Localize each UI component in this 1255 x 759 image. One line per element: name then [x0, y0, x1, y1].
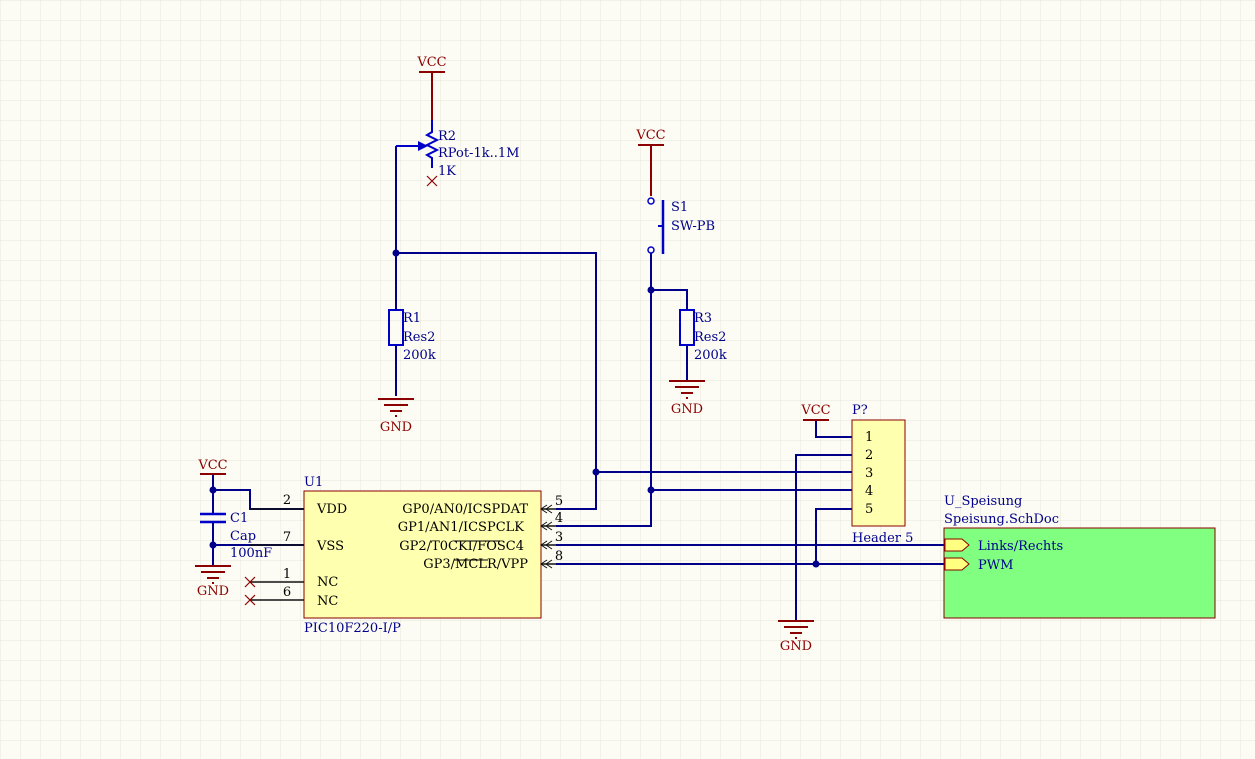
sheet-entry-label: Links/Rechts [978, 539, 1063, 554]
u1-pin-number: 2 [283, 493, 291, 508]
sheet-symbol-speisung[interactable]: U_Speisung Speisung.SchDoc Links/Rechts … [943, 494, 1216, 619]
r1-designator: R1 [403, 311, 421, 326]
gnd-label: GND [197, 584, 229, 599]
r2-designator: R2 [438, 129, 456, 144]
u1-pin-number: 1 [283, 567, 291, 582]
gnd-label: GND [380, 420, 412, 435]
no-connect-marks [244, 576, 256, 606]
gnd-port-header[interactable]: GND [778, 620, 814, 654]
u1-pin-name: GP0/AN0/ICSPDAT [402, 502, 528, 517]
header-comment: Header 5 [852, 531, 913, 546]
header-pin-number: 5 [865, 502, 873, 517]
vcc-port-c1[interactable]: VCC [197, 458, 228, 475]
r1-value: 200k [403, 348, 436, 363]
vcc-port-r2[interactable]: VCC [416, 55, 447, 120]
vcc-label: VCC [197, 458, 227, 473]
u1-pin-name: GP2/T0CKI/FOSC4 [399, 539, 524, 554]
u1-pin-name: NC [317, 575, 338, 590]
vcc-label: VCC [416, 55, 446, 70]
r3-value: 200k [694, 348, 727, 363]
s1-comment: SW-PB [671, 219, 715, 234]
r3-designator: R3 [694, 311, 712, 326]
u1-pin-number: 4 [555, 511, 563, 526]
junction-dots [209, 249, 820, 568]
u1-pin-number: 8 [555, 549, 563, 564]
sheet-designator: U_Speisung [944, 494, 1022, 509]
r2-comment: RPot-1k..1M [438, 146, 519, 161]
u1-pin-number: 3 [555, 530, 563, 545]
header-designator: P? [852, 403, 868, 418]
gnd-port-r3[interactable]: GND [669, 380, 705, 417]
u1-pin-number: 5 [555, 494, 563, 509]
u1-pin-name: GP1/AN1/ICSPCLK [398, 520, 525, 535]
c1-comment: Cap [230, 529, 256, 544]
header-pin-number: 2 [865, 448, 873, 463]
header-pin-number: 4 [865, 484, 873, 499]
r1-comment: Res2 [403, 330, 435, 345]
sheet-entry-pwm[interactable] [944, 557, 970, 571]
wires [212, 146, 945, 620]
gnd-port-r1[interactable]: GND [378, 398, 414, 435]
ic-u1[interactable]: U1 PIC10F220-I/P 2 7 1 6 VDD VSS NC NC 5… [244, 475, 563, 636]
u1-pin-name: NC [317, 594, 338, 609]
vcc-port-header[interactable]: VCC [800, 403, 831, 421]
resistor-r1[interactable]: R1 Res2 200k [388, 309, 436, 363]
header-p[interactable]: P? Header 5 1 2 3 4 5 [851, 403, 913, 546]
u1-pin-name: VDD [316, 502, 347, 517]
vcc-label: VCC [800, 403, 830, 418]
pushbutton-s1[interactable]: S1 SW-PB [647, 197, 715, 254]
r3-comment: Res2 [694, 330, 726, 345]
r2-value: 1K [438, 164, 456, 179]
resistor-r3[interactable]: R3 Res2 200k [679, 309, 727, 363]
header-pin-number: 3 [865, 466, 873, 481]
sheet-entry-links-rechts[interactable] [944, 538, 970, 552]
header-pin-number: 1 [865, 430, 873, 445]
u1-part-number: PIC10F220-I/P [304, 621, 401, 636]
gnd-port-c1[interactable]: GND [195, 565, 231, 599]
c1-value: 100nF [230, 546, 272, 561]
u1-designator: U1 [304, 475, 323, 490]
sheet-entry-label: PWM [978, 558, 1013, 573]
u1-pin-name: GP3/MCLR/VPP [423, 557, 528, 572]
u1-pin-number: 6 [283, 585, 291, 600]
vcc-port-s1[interactable]: VCC [635, 128, 666, 196]
gnd-label: GND [671, 402, 703, 417]
sheet-filename: Speisung.SchDoc [944, 512, 1059, 527]
u1-pin-number: 7 [283, 530, 291, 545]
potentiometer-r2[interactable]: R2 RPot-1k..1M 1K [396, 120, 519, 187]
s1-designator: S1 [671, 200, 688, 215]
c1-designator: C1 [230, 511, 248, 526]
capacitor-c1[interactable]: C1 Cap 100nF [200, 511, 272, 561]
u1-pin-name: VSS [316, 539, 344, 554]
vcc-label: VCC [635, 128, 665, 143]
gnd-label: GND [780, 639, 812, 654]
